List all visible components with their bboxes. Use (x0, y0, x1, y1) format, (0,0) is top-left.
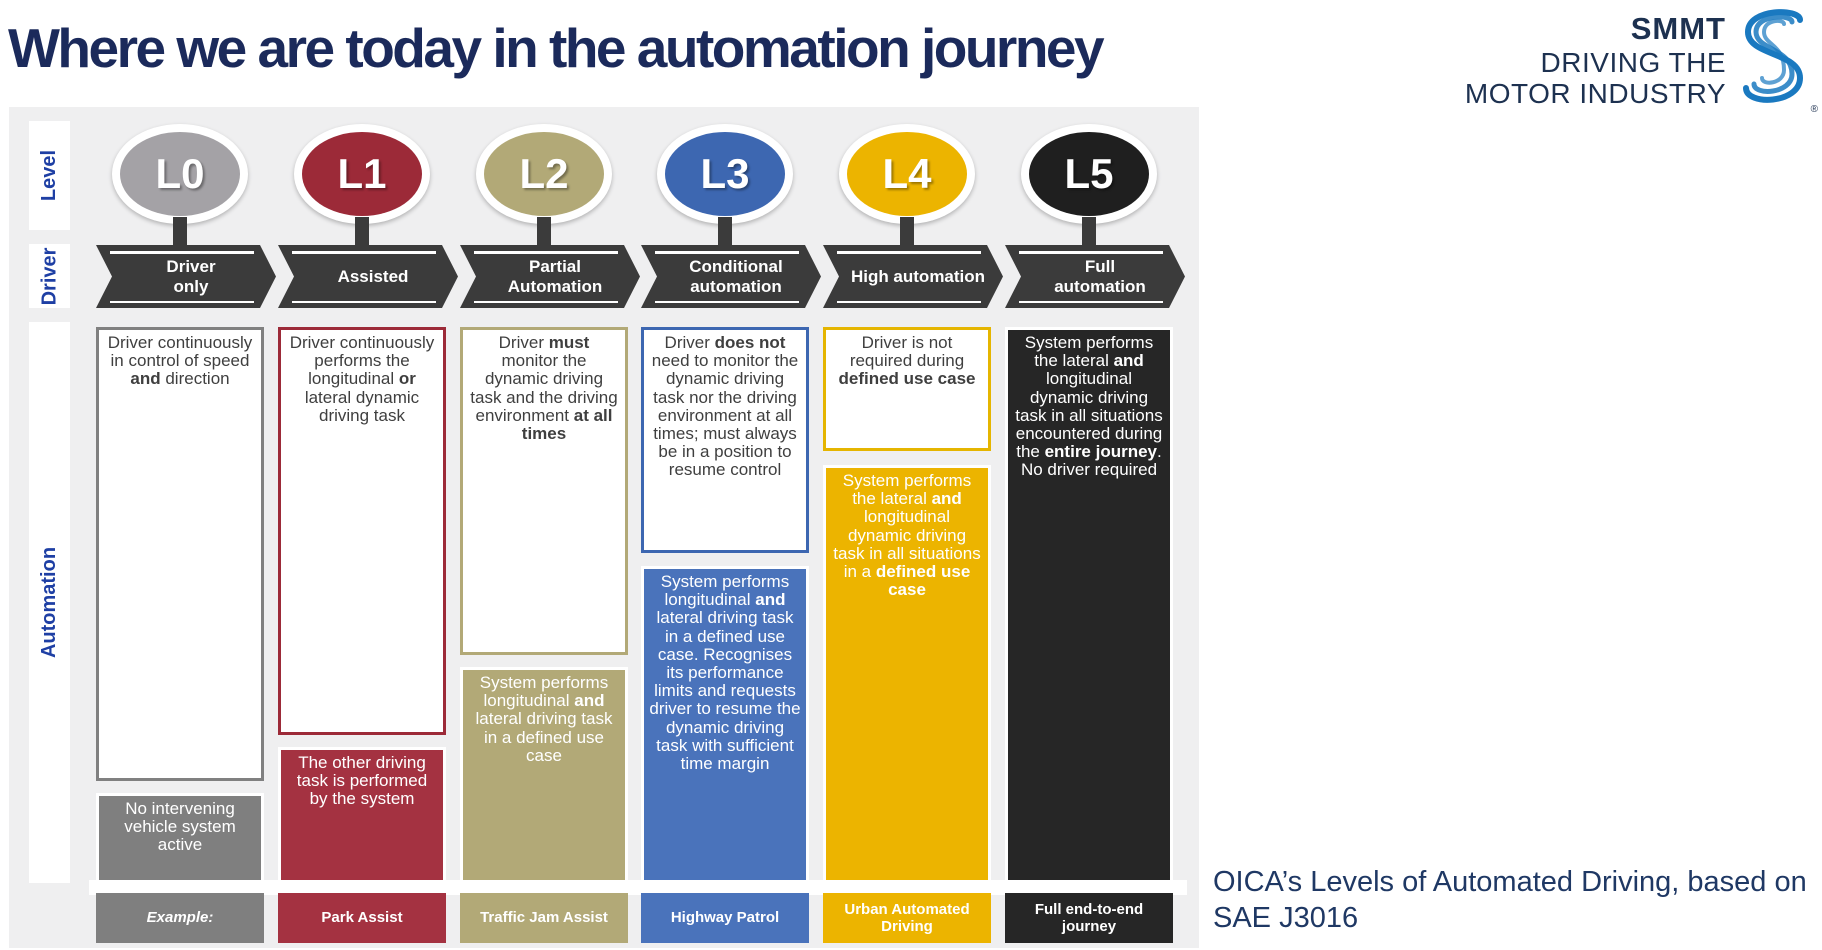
smmt-wordmark-line3: MOTOR INDUSTRY (1464, 78, 1726, 110)
system-description-box: System performs longitudinal and lateral… (460, 667, 628, 883)
example-box: Example: (96, 893, 264, 943)
separator-strip (89, 880, 1187, 895)
example-box: Park Assist (278, 893, 446, 943)
driver-role-banner: Full automation (1005, 245, 1185, 308)
connector-stem (1082, 217, 1096, 248)
example-box: Urban Automated Driving (823, 893, 991, 943)
row-label-driver: Driver (29, 244, 70, 308)
column-l3: L3 Conditional automation Driver does no… (641, 107, 821, 948)
connector-stem (537, 217, 551, 248)
driver-description-box: Driver must monitor the dynamic driving … (460, 327, 628, 655)
system-description-box: System performs longitudinal and lateral… (641, 566, 809, 883)
smmt-wordmark-line2: DRIVING THE (1540, 46, 1726, 78)
connector-stem (173, 217, 187, 248)
smmt-wordmark-line1: SMMT (1630, 11, 1726, 46)
example-box: Highway Patrol (641, 893, 809, 943)
row-label-automation: Automation (29, 322, 70, 883)
level-badge: L0 (112, 124, 248, 224)
registered-mark: ® (1810, 104, 1818, 115)
column-l4: L4 High automation Driver is not require… (823, 107, 1003, 948)
page-title: Where we are today in the automation jou… (8, 17, 1105, 79)
connector-stem (355, 217, 369, 248)
column-l2: L2 Partial Automation Driver must monito… (460, 107, 640, 948)
diagram-panel: Level Driver Automation L0 Driver only D… (9, 107, 1199, 948)
column-l5: L5 Full automation System performs the l… (1005, 107, 1185, 948)
driver-description-box: Driver continuously in control of speed … (96, 327, 264, 781)
level-badge: L3 (657, 124, 793, 224)
system-description-box: System performs the lateral and longitud… (1005, 327, 1173, 883)
system-description-box: No intervening vehicle system active (96, 793, 264, 883)
connector-stem (718, 217, 732, 248)
connector-stem (900, 217, 914, 248)
driver-description-box: Driver does not need to monitor the dyna… (641, 327, 809, 553)
system-description-box: The other driving task is performed by t… (278, 747, 446, 883)
source-caption: OICA’s Levels of Automated Driving, base… (1213, 866, 1807, 935)
example-box: Full end-to-end journey (1005, 893, 1173, 943)
smmt-wordmark: SMMT DRIVING THE MOTOR INDUSTRY (1464, 11, 1726, 110)
driver-role-banner: High automation (823, 245, 1003, 308)
column-l1: L1 Assisted Driver continuously performs… (278, 107, 458, 948)
driver-description-box: Driver continuously performs the longitu… (278, 327, 446, 735)
smmt-logo-s-icon (1743, 9, 1804, 103)
driver-role-banner: Assisted (278, 245, 458, 308)
column-l0: L0 Driver only Driver continuously in co… (96, 107, 276, 948)
driver-role-banner: Conditional automation (641, 245, 821, 308)
example-box: Traffic Jam Assist (460, 893, 628, 943)
level-badge: L4 (839, 124, 975, 224)
system-description-box: System performs the lateral and longitud… (823, 465, 991, 883)
level-badge: L5 (1021, 124, 1157, 224)
row-label-level: Level (29, 121, 70, 230)
driver-role-banner: Partial Automation (460, 245, 640, 308)
driver-role-banner: Driver only (96, 245, 276, 308)
level-badge: L1 (294, 124, 430, 224)
driver-description-box: Driver is not required during defined us… (823, 327, 991, 451)
level-badge: L2 (476, 124, 612, 224)
